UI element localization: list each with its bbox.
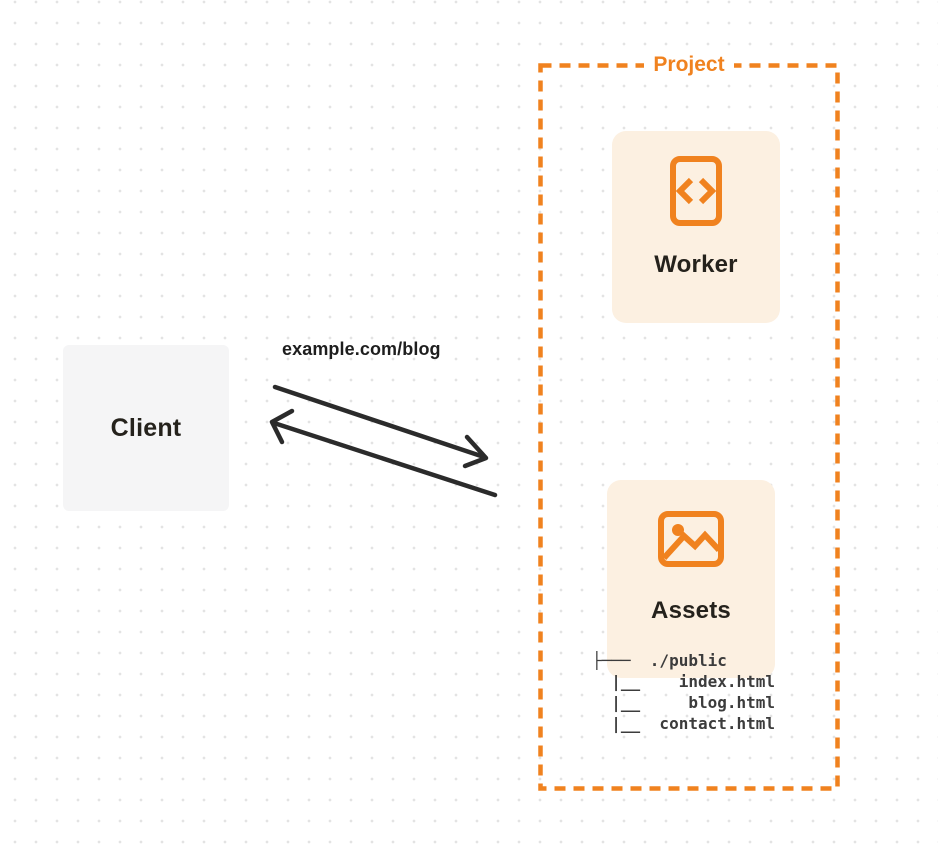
file-tree-line-contact: |__ contact.html (592, 714, 776, 733)
request-arrowhead-icon (462, 434, 489, 469)
request-url-label: example.com/blog (282, 339, 441, 359)
request-arrow (272, 384, 487, 460)
response-arrowhead-icon (269, 408, 295, 445)
code-document-icon (670, 156, 722, 226)
file-tree-line-blog: |__ blog.html (592, 693, 776, 712)
response-arrow (271, 420, 498, 498)
client-node: Client (63, 345, 229, 511)
file-tree-line-index: |__ index.html (592, 672, 776, 691)
client-label: Client (110, 413, 182, 442)
file-tree-line-public: ├─── ./public (592, 651, 727, 670)
assets-file-tree: ├─── ./public |__ index.html |__ blog.ht… (592, 650, 775, 734)
project-boundary (538, 63, 840, 791)
image-icon (658, 511, 724, 567)
image-icon-sun (672, 524, 684, 536)
request-response-arrows (269, 384, 498, 498)
worker-label: Worker (654, 251, 738, 278)
assets-node: Assets (607, 480, 775, 678)
project-label: Project (644, 51, 734, 79)
worker-node: Worker (612, 131, 780, 323)
project-label-row: Project (540, 51, 838, 79)
assets-label: Assets (651, 597, 731, 624)
